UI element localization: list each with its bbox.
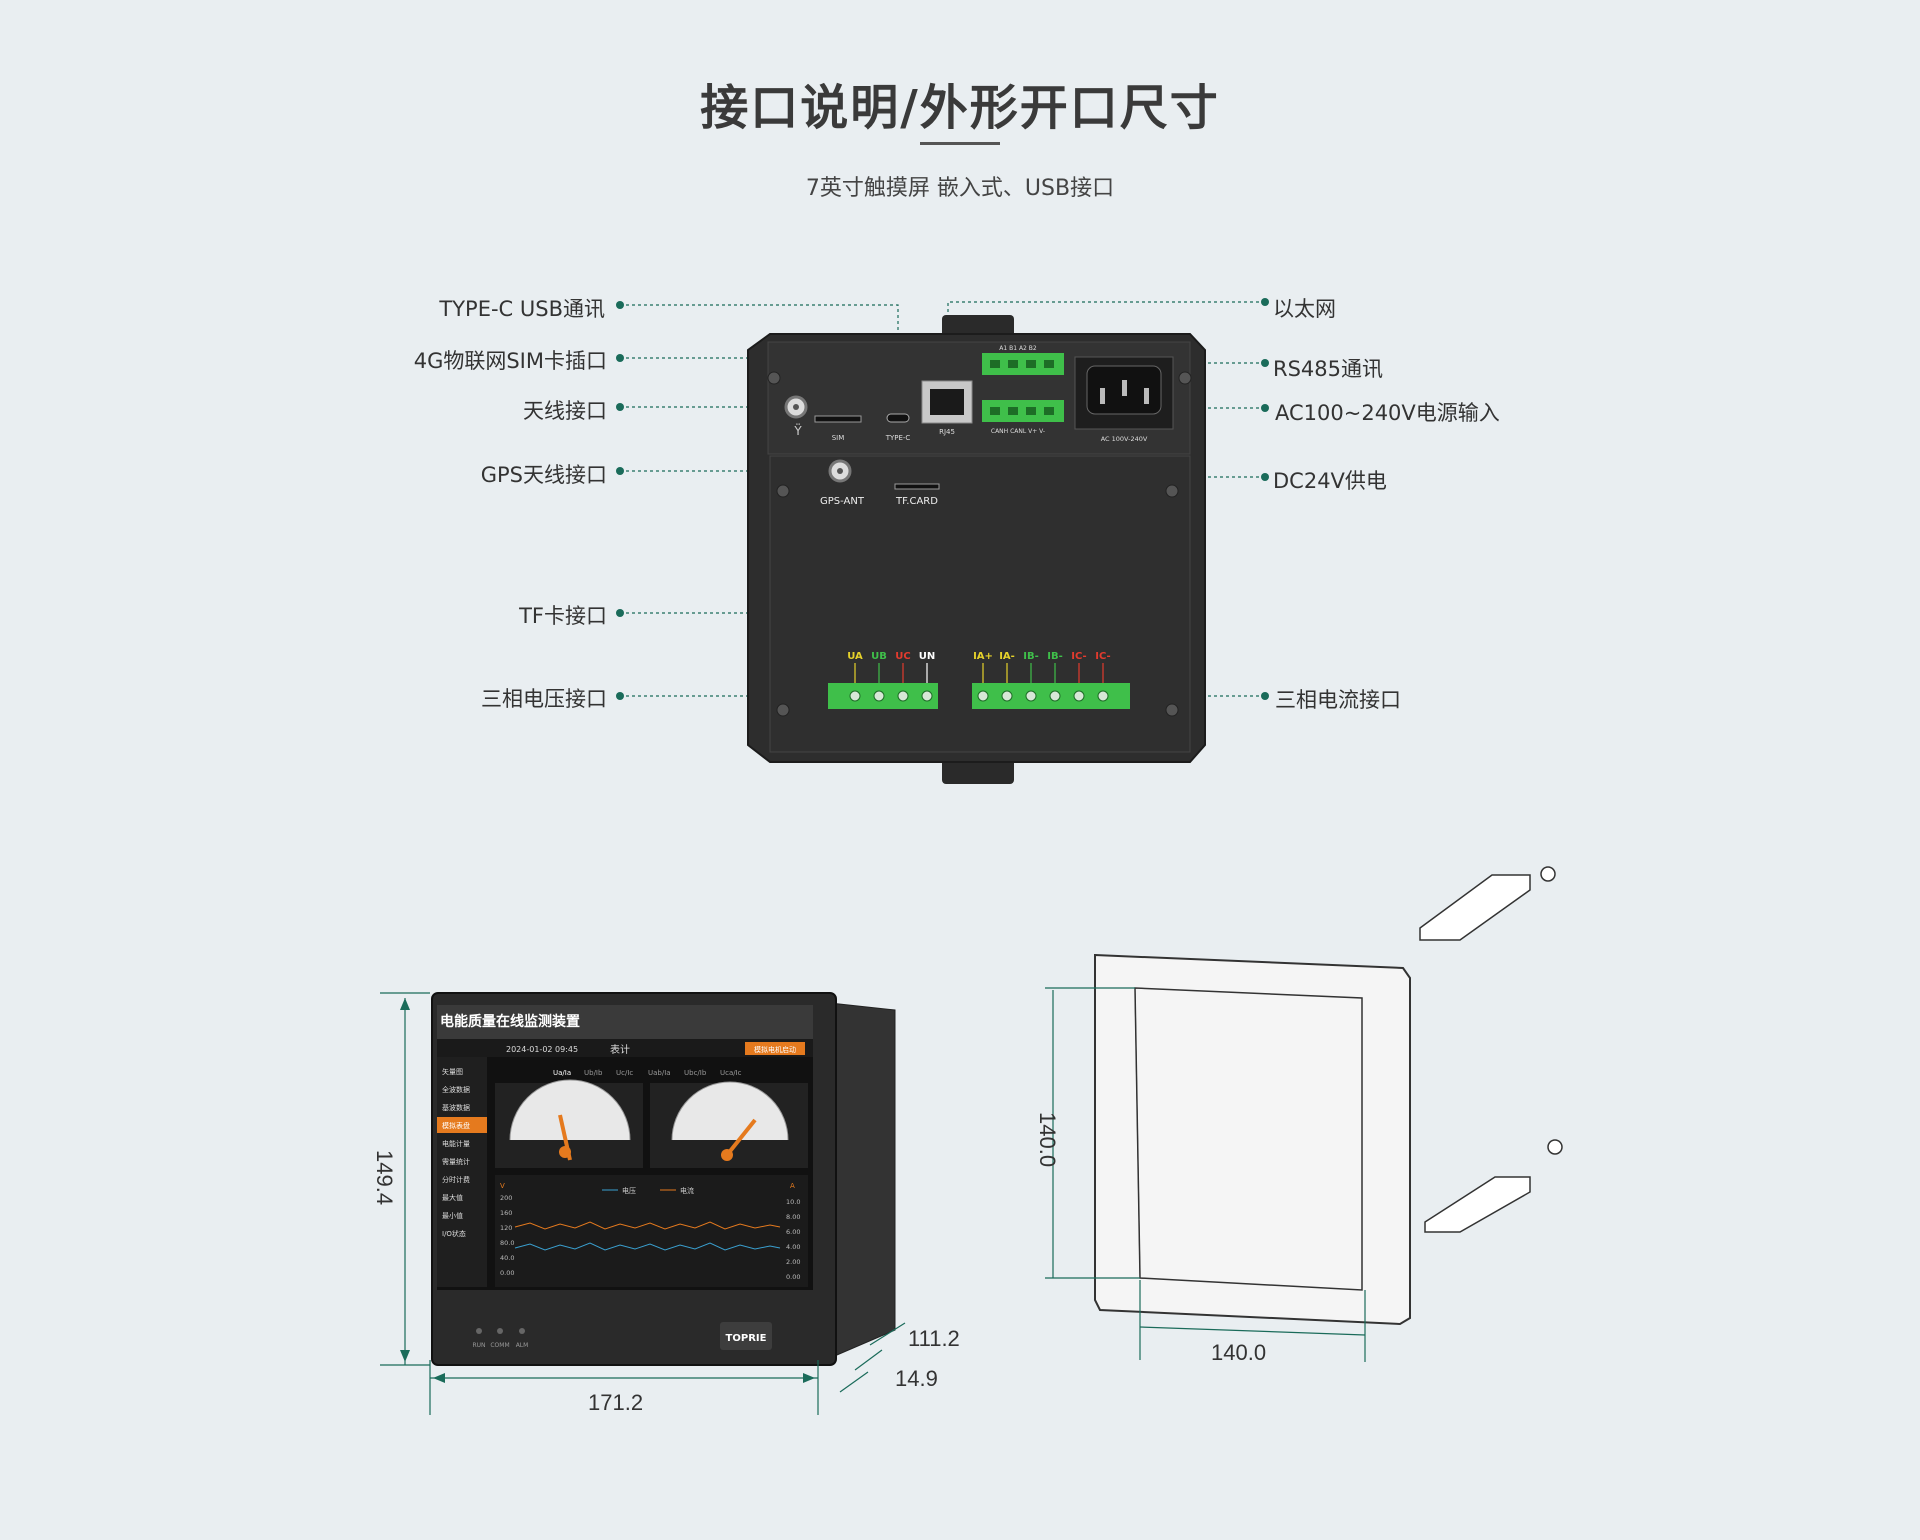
svg-text:基波数据: 基波数据 bbox=[442, 1103, 470, 1112]
svg-text:最大值: 最大值 bbox=[442, 1193, 463, 1202]
svg-text:160: 160 bbox=[500, 1209, 512, 1217]
svg-text:UN: UN bbox=[919, 651, 936, 662]
svg-text:电能计量: 电能计量 bbox=[442, 1139, 470, 1148]
rs485-top-label: A1 B1 A2 B2 bbox=[999, 345, 1037, 352]
svg-text:8.00: 8.00 bbox=[786, 1213, 800, 1221]
svg-text:0.00: 0.00 bbox=[500, 1269, 514, 1277]
svg-text:UB: UB bbox=[871, 651, 887, 662]
svg-text:电压: 电压 bbox=[622, 1186, 636, 1195]
brand-logo: TOPRIE bbox=[726, 1333, 767, 1344]
svg-text:IB-: IB- bbox=[1023, 651, 1039, 662]
svg-text:模拟表盘: 模拟表盘 bbox=[442, 1121, 470, 1130]
ac-label: AC 100V-240V bbox=[1101, 435, 1148, 443]
svg-text:120: 120 bbox=[500, 1224, 512, 1232]
dim-depth-body: 111.2 bbox=[908, 1326, 960, 1351]
svg-text:IC-: IC- bbox=[1071, 651, 1086, 662]
svg-text:Ua/Ia: Ua/Ia bbox=[553, 1069, 571, 1077]
svg-text:200: 200 bbox=[500, 1194, 512, 1202]
svg-text:80.0: 80.0 bbox=[500, 1239, 514, 1247]
callout-ac-power: AC100~240V电源输入 bbox=[1275, 401, 1500, 425]
svg-text:全波数据: 全波数据 bbox=[442, 1085, 470, 1094]
callout-current: 三相电流接口 bbox=[1275, 688, 1401, 712]
svg-text:模拟电机启动: 模拟电机启动 bbox=[754, 1045, 796, 1054]
leader-lines bbox=[620, 301, 1265, 697]
svg-text:10.0: 10.0 bbox=[786, 1198, 800, 1206]
svg-text:V: V bbox=[500, 1182, 505, 1190]
svg-text:Ubc/Ib: Ubc/Ib bbox=[684, 1069, 707, 1077]
typec-label: TYPE-C bbox=[885, 434, 911, 442]
callout-antenna: 天线接口 bbox=[523, 399, 607, 423]
callout-gps: GPS天线接口 bbox=[480, 463, 607, 487]
svg-text:需量统计: 需量统计 bbox=[442, 1157, 470, 1166]
svg-text:6.00: 6.00 bbox=[786, 1228, 800, 1236]
callout-typec: TYPE-C USB通讯 bbox=[439, 297, 605, 321]
svg-text:I/O状态: I/O状态 bbox=[442, 1229, 466, 1238]
callout-dots bbox=[616, 298, 1269, 700]
dim-width: 171.2 bbox=[588, 1390, 644, 1415]
svg-text:表计: 表计 bbox=[610, 1043, 630, 1056]
sim-label: SIM bbox=[832, 434, 845, 442]
gps-label: GPS-ANT bbox=[820, 496, 865, 507]
svg-text:电流: 电流 bbox=[680, 1186, 694, 1195]
dim-depth-bezel: 14.9 bbox=[895, 1366, 938, 1391]
svg-text:矢量图: 矢量图 bbox=[442, 1067, 463, 1076]
svg-text:Ÿ: Ÿ bbox=[793, 423, 802, 438]
title-divider bbox=[920, 142, 1000, 145]
svg-text:A: A bbox=[790, 1182, 795, 1190]
svg-text:COMM: COMM bbox=[490, 1342, 509, 1349]
svg-text:40.0: 40.0 bbox=[500, 1254, 514, 1262]
page-subtitle: 7英寸触摸屏 嵌入式、USB接口 bbox=[805, 176, 1115, 201]
callout-sim: 4G物联网SIM卡插口 bbox=[413, 349, 607, 373]
svg-text:UC: UC bbox=[895, 651, 910, 662]
svg-text:4.00: 4.00 bbox=[786, 1243, 800, 1251]
svg-text:2.00: 2.00 bbox=[786, 1258, 800, 1266]
svg-text:Uab/Ia: Uab/Ia bbox=[648, 1069, 671, 1077]
svg-text:分时计费: 分时计费 bbox=[442, 1175, 470, 1184]
svg-text:最小值: 最小值 bbox=[442, 1211, 463, 1220]
svg-text:ALM: ALM bbox=[516, 1342, 529, 1349]
callout-rs485: RS485通讯 bbox=[1273, 357, 1384, 381]
tf-label: TF.CARD bbox=[895, 496, 938, 507]
callout-tf: TF卡接口 bbox=[519, 604, 607, 628]
rj45-label: RJ45 bbox=[939, 428, 955, 436]
device-title: 电能质量在线监测装置 bbox=[440, 1013, 580, 1030]
svg-text:Uca/Ic: Uca/Ic bbox=[720, 1069, 742, 1077]
dim-cutout-width: 140.0 bbox=[1211, 1340, 1267, 1365]
svg-text:0.00: 0.00 bbox=[786, 1273, 800, 1281]
callout-ethernet: 以太网 bbox=[1273, 297, 1336, 321]
svg-text:2024-01-02 09:45: 2024-01-02 09:45 bbox=[506, 1045, 578, 1054]
svg-text:IC-: IC- bbox=[1095, 651, 1110, 662]
page-title: 接口说明/外形开口尺寸 bbox=[700, 80, 1220, 136]
svg-text:IA-: IA- bbox=[999, 651, 1015, 662]
svg-text:Uc/Ic: Uc/Ic bbox=[616, 1069, 633, 1077]
svg-text:Ub/Ib: Ub/Ib bbox=[584, 1069, 603, 1077]
callout-voltage: 三相电压接口 bbox=[481, 687, 607, 711]
dim-height: 149.4 bbox=[372, 1150, 397, 1206]
can-label: CANH CANL V+ V- bbox=[991, 428, 1045, 435]
svg-text:IB-: IB- bbox=[1047, 651, 1063, 662]
callout-dc24v: DC24V供电 bbox=[1273, 469, 1387, 493]
svg-text:IA+: IA+ bbox=[973, 651, 993, 662]
svg-text:UA: UA bbox=[847, 651, 863, 662]
svg-text:RUN: RUN bbox=[472, 1342, 485, 1349]
dim-cutout-height: 140.0 bbox=[1035, 1112, 1060, 1168]
